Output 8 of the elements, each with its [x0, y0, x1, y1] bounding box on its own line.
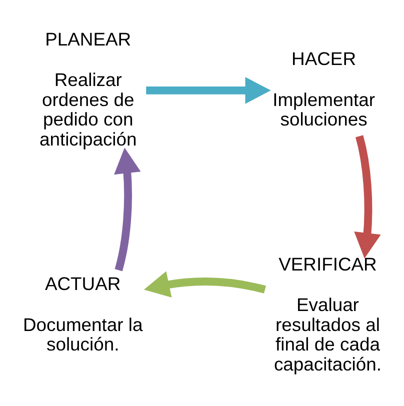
arrow [354, 135, 381, 258]
node-text: VERIFICAR Evaluar resultados al final de cada capacitación. [274, 253, 382, 374]
arrow [114, 148, 141, 272]
arrow [144, 271, 266, 298]
node-text: ACTUAR Documentar la solución. [22, 273, 143, 355]
node-text: HACER Implementar soluciones [272, 48, 375, 130]
arrow [146, 77, 271, 104]
node-text: PLANEAR Realizar ordenes de pedido con anticipación [39, 28, 137, 150]
